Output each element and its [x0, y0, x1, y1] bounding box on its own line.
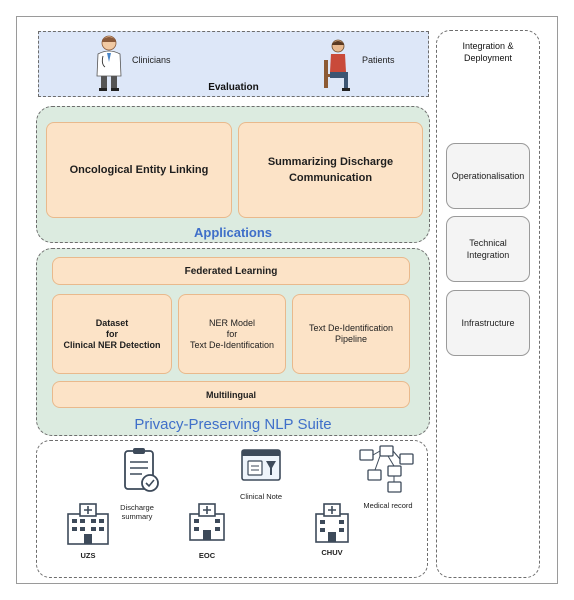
ner-model-line-1: NER Model: [208, 317, 255, 328]
pipeline-line-1: Text De-Identification: [308, 323, 394, 333]
multilingual-box: Multilingual: [52, 381, 410, 408]
evaluation-title: Evaluation: [208, 81, 259, 93]
federated-learning-box: Federated Learning: [52, 257, 410, 285]
clipboard-icon: [122, 446, 160, 494]
ner-model-line-2: for: [226, 328, 238, 339]
hospital-icon: [188, 502, 226, 542]
operationalisation-box: Operationalisation: [446, 143, 530, 209]
suite-title: Privacy-Preserving NLP Suite: [134, 415, 332, 433]
infrastructure-box: Infrastructure: [446, 290, 530, 356]
operationalisation-label: Operationalisation: [451, 171, 525, 181]
discharge-summary-line-2: summary: [121, 512, 153, 521]
integration-title-line-2: Deployment: [463, 53, 513, 63]
hospital-icon: [312, 500, 352, 544]
multilingual-label: Multilingual: [206, 389, 256, 400]
clinical-note-icon: [240, 448, 282, 484]
federated-learning-label: Federated Learning: [184, 265, 278, 277]
app-entity-linking-label: Oncological Entity Linking: [69, 164, 209, 176]
hospital-uzs-label: UZS: [80, 551, 96, 560]
technical-integration-line-2: Integration: [466, 250, 510, 260]
hospital-eoc-label: EOC: [198, 551, 216, 560]
data-sources-panel: [36, 440, 428, 578]
applications-title: Applications: [193, 224, 272, 240]
medical-record-icon: [358, 444, 416, 496]
pipeline-line-2: Pipeline: [334, 334, 368, 344]
discharge-summary-line-1: Discharge: [120, 503, 154, 512]
dataset-line-2: for: [106, 328, 118, 339]
pipeline-box: Text De-Identification Pipeline: [292, 294, 410, 374]
doctor-icon: [91, 34, 127, 92]
hospital-chuv-label: CHUV: [321, 548, 343, 557]
discharge-summary-label: Discharge summary: [112, 503, 162, 521]
ner-model-line-3: Text De-Identification: [189, 339, 275, 350]
app-discharge-summary-label: Summarizing Discharge Communication: [267, 156, 394, 184]
technical-integration-line-1: Technical: [469, 238, 507, 248]
medical-record-label: Medical record: [363, 501, 413, 510]
technical-integration-box: Technical Integration: [446, 216, 530, 282]
infrastructure-label: Infrastructure: [461, 318, 515, 328]
patient-icon: [318, 38, 358, 92]
patients-label: Patients: [362, 55, 395, 65]
integration-title: Integration & Deployment: [436, 38, 540, 66]
hospital-icon: [66, 500, 110, 546]
app-discharge-summary: Summarizing Discharge Communication: [238, 122, 423, 218]
dataset-box: Dataset for Clinical NER Detection: [52, 294, 172, 374]
dataset-line-3: Clinical NER Detection: [63, 339, 161, 350]
clinicians-label: Clinicians: [132, 55, 171, 65]
integration-title-line-1: Integration &: [462, 41, 514, 51]
clinical-note-label: Clinical Note: [239, 492, 283, 501]
dataset-line-1: Dataset: [95, 317, 129, 328]
ner-model-box: NER Model for Text De-Identification: [178, 294, 286, 374]
app-entity-linking: Oncological Entity Linking: [46, 122, 232, 218]
